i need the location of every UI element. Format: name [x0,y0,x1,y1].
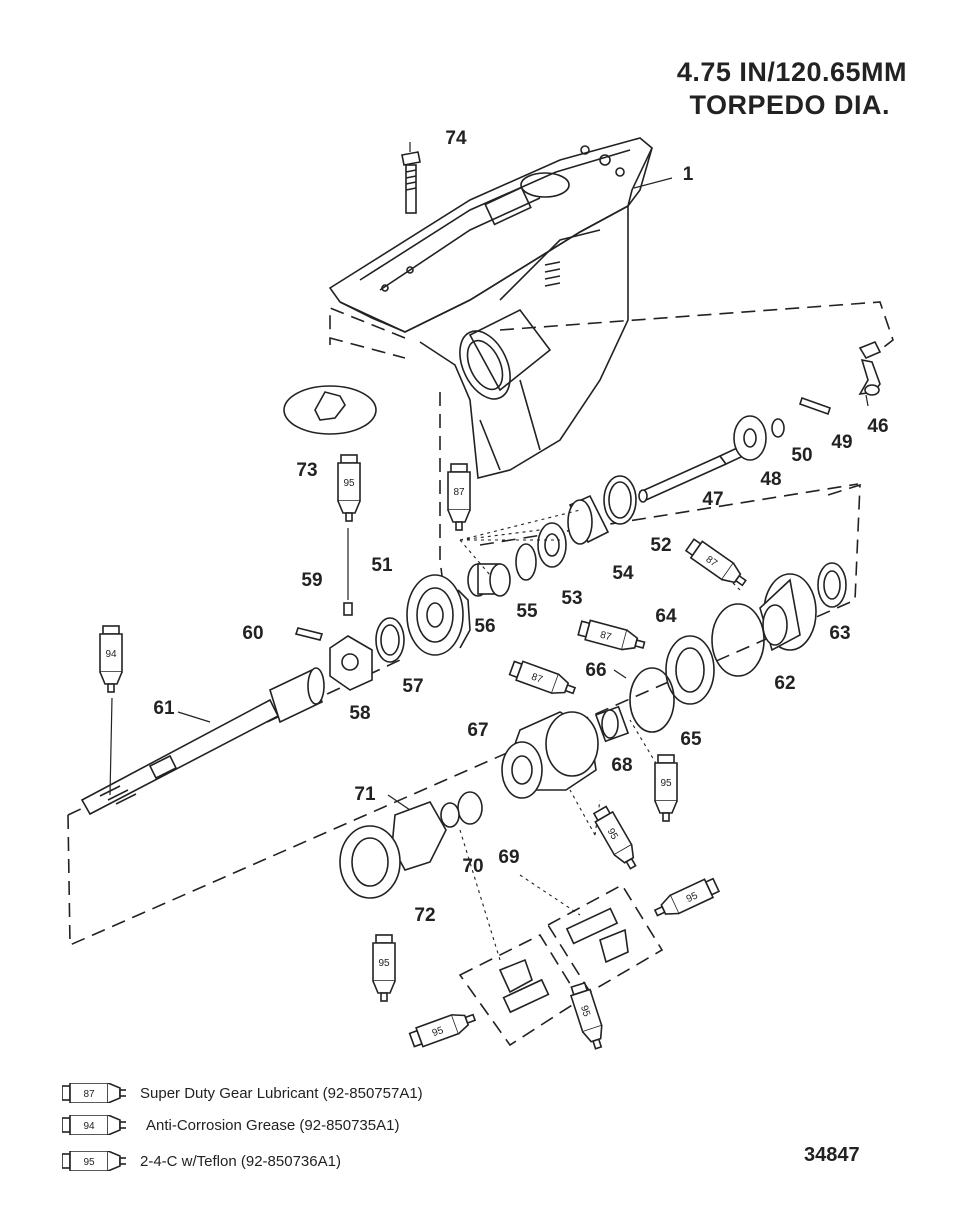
tube-95-a-label: 95 [343,478,355,489]
clutch-parts [294,602,405,691]
legend-tube-94: 94 [62,1115,126,1135]
callout-69: 69 [498,847,519,868]
callout-50: 50 [791,445,812,466]
trim-tab-anode [283,385,377,435]
callout-63: 63 [829,623,850,644]
tube-87-a-label: 87 [453,487,465,498]
legend-tube-87: 87 [62,1083,126,1103]
callout-51: 51 [371,555,393,576]
callout-72: 72 [414,905,435,926]
bearing-carrier [501,711,599,799]
cover-nut-parts [339,791,483,899]
callout-73: 73 [296,460,317,481]
callout-58: 58 [349,703,370,724]
callout-56: 56 [474,616,495,637]
tube-95-d-label: 95 [605,827,620,843]
tube-87-a: 87 [447,463,471,531]
forward-gear-assembly [711,562,847,677]
reverse-bearing-parts [594,635,715,743]
callout-53: 53 [561,588,582,609]
tube-95-e-label: 95 [685,890,700,905]
callout-62: 62 [774,673,795,694]
retainer-bracket [858,340,882,396]
callout-71: 71 [354,784,376,805]
header-line-1: 4.75 IN/120.65MM [676,57,907,87]
callout-68: 68 [611,755,632,776]
legend-row-94: 94 Anti-Corrosion Grease (92-850735A1) [62,1114,399,1136]
callout-59: 59 [301,570,322,591]
tube-95-a: 95 [337,454,361,522]
callout-49: 49 [831,432,852,453]
tube-95-c: 95 [654,754,678,822]
callout-1: 1 [683,164,694,185]
pinion-gear [406,574,471,656]
tube-95-d: 95 [590,804,643,873]
callout-64: 64 [655,606,677,627]
callout-54: 54 [612,563,634,584]
legend-tube-87-label: 87 [83,1089,95,1100]
pin [798,396,832,416]
legend-text-95: 2-4-C w/Teflon (92-850736A1) [140,1152,341,1170]
tube-95-g-label: 95 [578,1004,592,1018]
tube-95-f-label: 95 [431,1025,446,1039]
legend-tube-95: 95 [62,1151,126,1171]
tube-87-b: 87 [683,536,751,592]
tube-94-label: 94 [105,649,117,660]
bearing-and-gear-stack [467,475,637,597]
tube-95-e: 95 [651,875,722,923]
legend-text-87: Super Duty Gear Lubricant (92-850757A1) [140,1084,423,1102]
callout-57: 57 [402,676,423,697]
bolt [401,151,421,214]
callout-66: 66 [585,660,606,681]
legend-row-87: 87 Super Duty Gear Lubricant (92-850757A… [62,1082,423,1104]
callout-70: 70 [462,856,483,877]
tube-87-d-label: 87 [530,672,545,686]
tube-95-f: 95 [407,1007,479,1051]
callout-52: 52 [650,535,671,556]
callout-60: 60 [242,623,263,644]
propeller-shaft [80,667,325,816]
legend-row-95: 95 2-4-C w/Teflon (92-850736A1) [62,1150,341,1172]
tube-95-b: 95 [372,934,396,1002]
callout-55: 55 [516,601,538,622]
gear-housing [328,137,653,480]
tube-95-g: 95 [567,981,609,1052]
tube-87-c-label: 87 [599,630,613,644]
legend-tube-94-label: 94 [83,1121,95,1132]
legend-tube-95-label: 95 [83,1157,95,1168]
tube-87-d: 87 [507,657,579,701]
tube-94: 94 [99,625,123,693]
header-line-2: TORPEDO DIA. [689,90,890,120]
legend-text-94: Anti-Corrosion Grease (92-850735A1) [146,1116,400,1134]
callout-67: 67 [467,720,488,741]
shift-shaft-assembly [638,415,785,503]
callout-65: 65 [680,729,702,750]
callout-47: 47 [702,489,723,510]
tube-87-c: 87 [576,617,648,656]
callout-61: 61 [153,698,175,719]
reference-number: 34847 [804,1144,860,1166]
callout-74: 74 [445,128,467,149]
callout-46: 46 [867,416,888,437]
tube-95-b-label: 95 [378,958,390,969]
callout-48: 48 [760,469,781,490]
shift-cam-parts [458,883,664,1047]
tube-95-c-label: 95 [660,778,672,789]
